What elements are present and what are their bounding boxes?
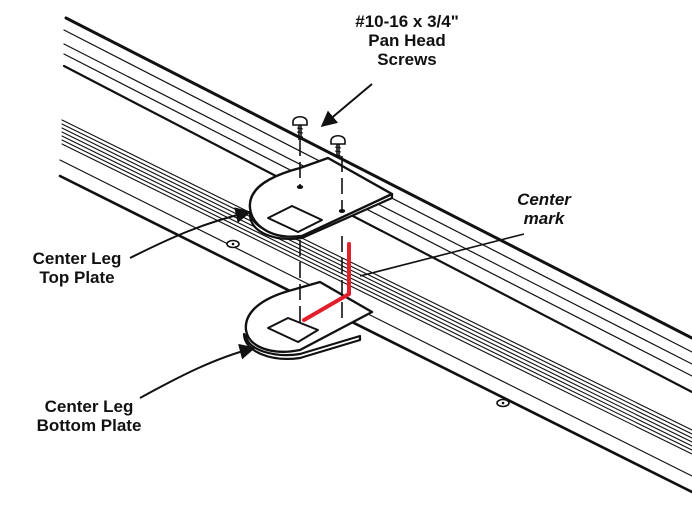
alignment-lines [299,140,343,326]
top-plate-holes [296,185,346,213]
top-plate-callout: Center Leg Top Plate [2,249,152,287]
leader-top-plate [129,207,252,259]
bottom-plate-callout-line2: Bottom Plate [36,416,142,435]
top-plate [248,156,394,240]
rail-top-groove-3 [63,53,692,377]
center-mark-diagonal [302,292,351,322]
rail-top-edge [64,16,692,340]
screw-right [330,134,346,158]
rail-bottom-edge [58,174,692,494]
leader-bottom-plate [139,343,256,399]
leader-screws [320,83,373,128]
rail-extrusion [58,16,692,494]
screws-callout-line2: Pan Head [368,31,446,50]
center-mark-callout-line1: Center [517,190,571,209]
bottom-plate-callout: Center Leg Bottom Plate [14,397,164,435]
callout-leaders [129,83,525,399]
top-plate-callout-line2: Top Plate [39,268,115,287]
leader-center-mark [359,233,525,277]
rail-lip-lines [61,119,692,455]
center-mark-callout: Center mark [494,190,594,228]
top-plate-square-hole [267,205,323,233]
bottom-plate-square-hole [267,317,319,343]
rail-holes [226,239,510,408]
bottom-plate-callout-line1: Center Leg [44,397,134,416]
center-mark-callout-line2: mark [523,209,565,228]
bottom-plate [242,280,374,360]
center-mark-lines [302,242,351,322]
rail-lower-face [59,159,692,477]
screws-callout-line3: Screws [377,50,437,69]
top-plate-callout-line1: Center Leg [32,249,122,268]
screw-left [292,115,308,140]
screws-callout: #10-16 x 3/4" Pan Head Screws [327,12,487,69]
rail-top-face-edge [62,64,692,394]
screws-callout-line1: #10-16 x 3/4" [355,12,459,31]
